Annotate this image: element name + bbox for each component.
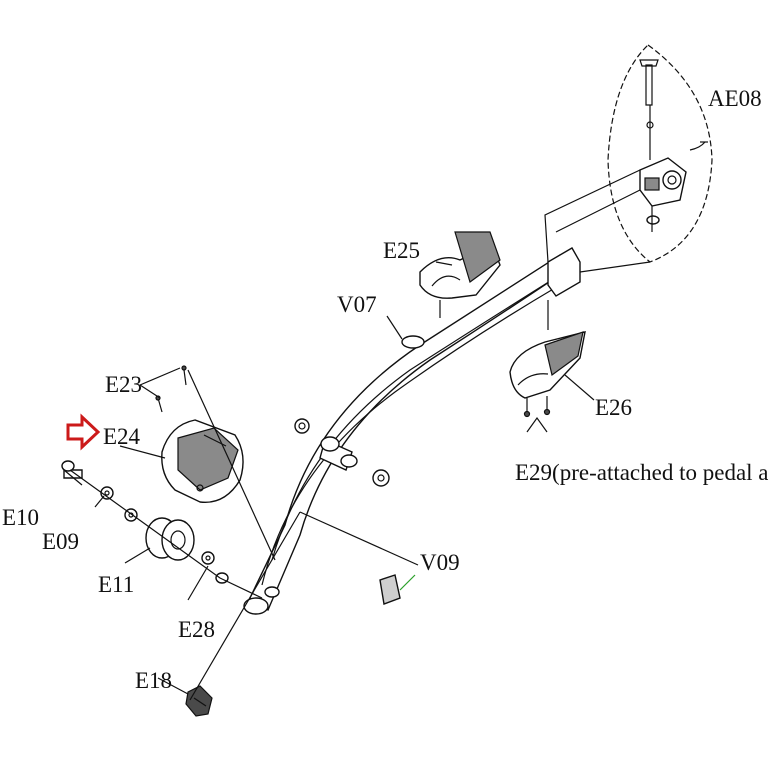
label-e23: E23	[105, 372, 142, 397]
screws-e29	[523, 396, 551, 418]
label-e26: E26	[595, 395, 632, 420]
ae08-detail	[544, 44, 713, 273]
cover-e25	[419, 231, 501, 318]
label-e24: E24	[103, 424, 141, 449]
plug-e18	[185, 685, 213, 717]
screw-e23	[155, 365, 187, 413]
bolt-e10	[61, 460, 83, 479]
spacer-e28	[201, 551, 229, 584]
sticker-v09	[379, 574, 401, 605]
label-e28: E28	[178, 617, 215, 642]
label-e10: E10	[2, 505, 39, 530]
label-e09: E09	[42, 529, 79, 554]
cap-e24	[161, 419, 244, 504]
label-e18: E18	[135, 668, 172, 693]
leader-lines	[63, 141, 706, 701]
pivot-tube	[294, 418, 390, 487]
label-v07-part	[401, 335, 425, 349]
arrow-right-outline-icon	[66, 413, 101, 451]
pedal-arm	[243, 247, 581, 615]
label-v09: V09	[420, 550, 460, 575]
wheel-e11	[145, 517, 195, 561]
label-e29: E29(pre-attached to pedal arm)	[515, 460, 768, 485]
label-e11: E11	[98, 572, 134, 597]
label-ae08: AE08	[708, 86, 762, 111]
label-v07: V07	[337, 292, 377, 317]
label-e25: E25	[383, 238, 420, 263]
cover-e26	[509, 300, 586, 399]
